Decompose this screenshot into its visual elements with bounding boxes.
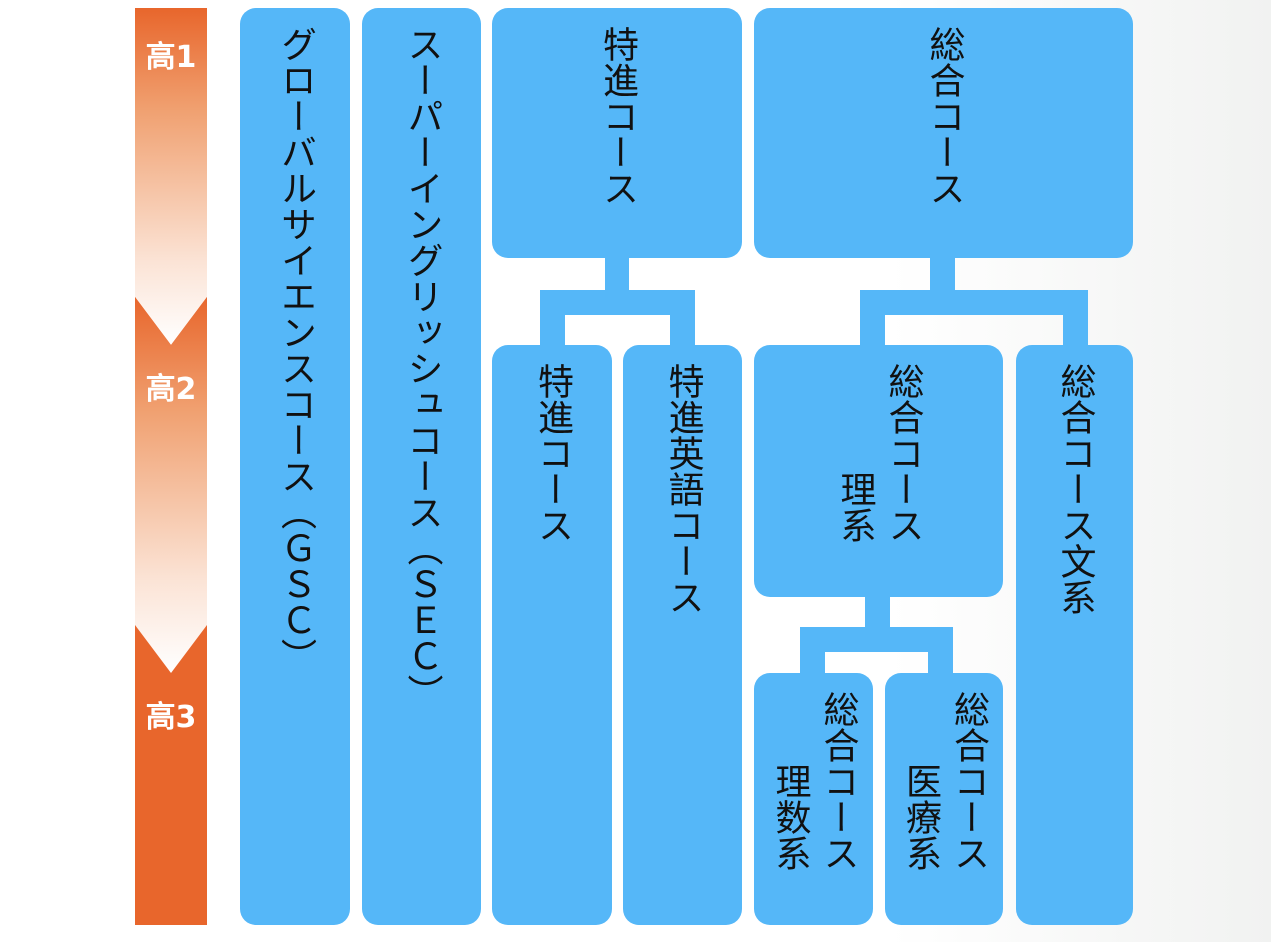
grade-progression-bar: 高1 高2 高3 <box>135 8 207 925</box>
course-tokushin-eigo: 特進英語コース <box>623 345 742 925</box>
course-sublabel: 理系 <box>834 471 876 543</box>
course-sogo-iryo: 総合コース医療系 <box>885 673 1003 925</box>
connector <box>928 627 953 677</box>
course-sogo-risu: 総合コース理数系 <box>754 673 873 925</box>
connector <box>540 290 695 315</box>
course-label: 特進コース <box>532 363 573 543</box>
course-label: スーパーイングリッシュコース（ＳＥＣ） <box>401 26 443 710</box>
connector <box>1063 290 1088 350</box>
course-label: 総合コース <box>923 26 965 206</box>
connector <box>860 290 1088 315</box>
course-sec: スーパーイングリッシュコース（ＳＥＣ） <box>362 8 481 925</box>
course-gsc: グローバルサイエンスコース（ＧＳＣ） <box>240 8 350 925</box>
connector <box>670 290 695 350</box>
course-sogo-bunkei: 総合コース文系 <box>1016 345 1133 925</box>
connector <box>540 290 565 350</box>
course-label: グローバルサイエンスコース（ＧＳＣ） <box>275 26 316 674</box>
grade-2-segment <box>135 297 207 673</box>
course-tokushin: 特進コース <box>492 345 612 925</box>
grade-label-2: 高2 <box>145 372 197 407</box>
course-sogo-top: 総合コース <box>754 8 1133 258</box>
course-sogo-rikei: 総合コース理系 <box>754 345 1003 597</box>
course-label: 総合コース <box>817 691 859 871</box>
course-label: 総合コース <box>882 363 924 543</box>
course-label: 総合コース文系 <box>1054 363 1096 615</box>
course-label: 特進コース <box>597 26 638 206</box>
course-label: 特進英語コース <box>662 363 704 615</box>
course-sublabel: 医療系 <box>900 763 941 871</box>
connector <box>800 627 825 677</box>
connector <box>800 627 953 652</box>
course-tokushin-top: 特進コース <box>492 8 742 258</box>
grade-label-1: 高1 <box>145 40 197 75</box>
grade-1-segment <box>135 8 207 345</box>
course-label: 総合コース <box>948 691 989 871</box>
grade-label-3: 高3 <box>145 700 197 735</box>
course-sublabel: 理数系 <box>769 763 811 871</box>
connector <box>860 290 885 350</box>
